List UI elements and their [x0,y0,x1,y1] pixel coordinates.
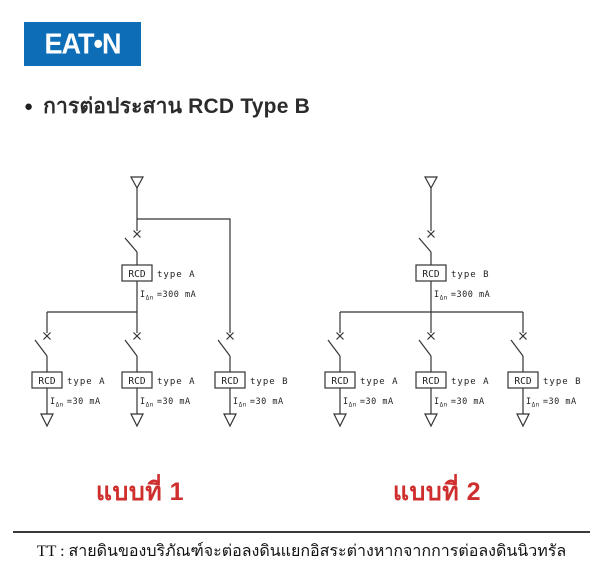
branch-1: RCD type A IΔn=30 mA [324,312,399,428]
branch-rcd-rating: IΔn=30 mA [50,397,101,409]
diagram-2-caption: แบบที่ 2 [392,478,482,506]
main-breaker-icon [124,219,141,265]
branch-rcd-type: type A [67,377,106,387]
load-triangle-icon [40,413,54,428]
branch-2: RCD type A IΔn=30 mA [415,312,490,428]
rcd-diagram-scheme-2: RCD type B IΔn=300 mA RCD type A IΔn=30 … [324,176,582,428]
footer-note: TT : สายดินของบริภัณฑ์จะต่อลงดินแยกอิสระ… [36,543,567,560]
rcd-diagram-scheme-1: RCD type A IΔn=300 mA RCD type A IΔn=30 … [31,176,289,428]
branch-rcd-rating: IΔn=30 mA [343,397,394,409]
bullet-icon: ● [24,98,34,115]
main-rcd-type: type B [451,270,490,280]
load-triangle-icon [333,413,347,428]
eaton-logo-text: EAT•N [44,27,122,60]
branch-rcd-label: RCD [38,376,55,387]
supply-triangle-icon [129,176,145,190]
main-rcd-label: RCD [422,269,439,280]
load-triangle-icon [130,413,144,428]
main-rcd-type: type A [157,270,196,280]
bypass-feeder-line [137,218,231,333]
branch-1: RCD type A IΔn=30 mA [31,312,106,428]
eaton-logo: EAT•N [24,22,141,66]
branch-rcd-type: type A [360,377,399,387]
load-triangle-icon [223,413,237,428]
branch-rcd-label: RCD [331,376,348,387]
branch-rcd-type: type A [451,377,490,387]
branch-rcd-label: RCD [128,376,145,387]
branch-rcd-label: RCD [221,376,238,387]
main-rcd-rating: IΔn=300 mA [434,290,490,302]
load-triangle-icon [424,413,438,428]
diagram-1-caption: แบบที่ 1 [95,478,185,506]
branch-3: RCD type B IΔn=30 mA [214,332,289,428]
branch-rcd-type: type B [543,377,582,387]
main-rcd-rating: IΔn=300 mA [140,290,196,302]
branch-rcd-rating: IΔn=30 mA [233,397,284,409]
branch-rcd-label: RCD [514,376,531,387]
branch-rcd-rating: IΔn=30 mA [140,397,191,409]
page-title: การต่อประสาน RCD Type B [43,95,310,118]
branch-rcd-rating: IΔn=30 mA [434,397,485,409]
main-rcd-label: RCD [128,269,145,280]
branch-3: RCD type B IΔn=30 mA [507,312,582,428]
page-title-row: ● การต่อประสาน RCD Type B [24,90,310,123]
branch-rcd-type: type A [157,377,196,387]
supply-triangle-icon [423,176,439,190]
load-triangle-icon [516,413,530,428]
main-breaker-icon [418,230,435,265]
branch-rcd-type: type B [250,377,289,387]
branch-2: RCD type A IΔn=30 mA [121,312,196,428]
branch-rcd-rating: IΔn=30 mA [526,397,577,409]
footer-divider [13,531,590,533]
branch-rcd-label: RCD [422,376,439,387]
